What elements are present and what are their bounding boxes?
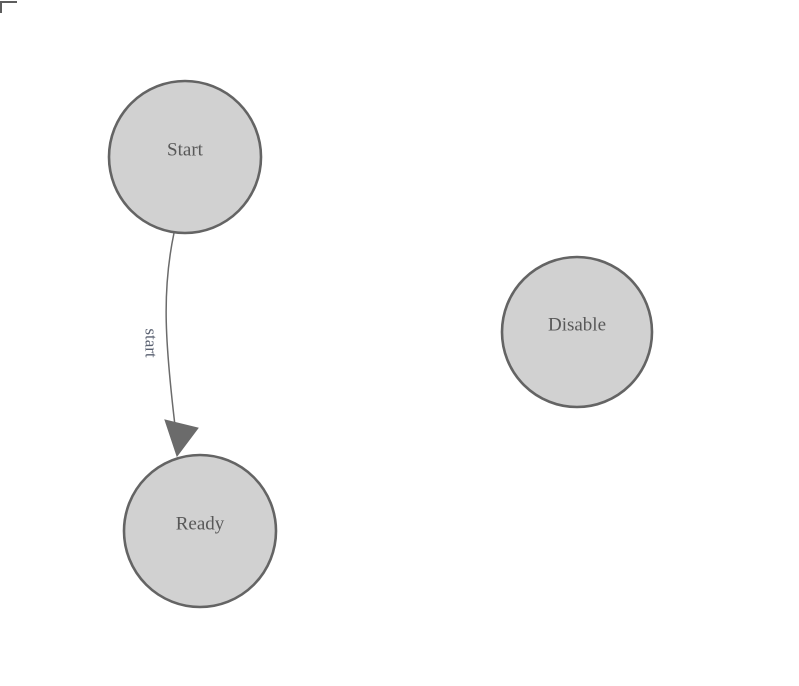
edge-arrowhead-icon (164, 419, 199, 458)
node-start-label: Start (167, 140, 204, 161)
edge-start-to-ready[interactable]: start (142, 232, 199, 458)
node-disable[interactable]: Disable (500, 255, 654, 409)
edge-label-start: start (142, 328, 161, 358)
edge-path (165, 232, 179, 451)
canvas-corner-bracket-icon (0, 1, 17, 13)
node-ready-label: Ready (176, 514, 225, 535)
node-start[interactable]: Start (107, 79, 263, 235)
node-start-circle[interactable] (107, 79, 263, 235)
node-ready[interactable]: Ready (122, 453, 278, 609)
node-ready-circle[interactable] (122, 453, 278, 609)
node-disable-label: Disable (548, 315, 606, 336)
node-disable-circle[interactable] (500, 255, 654, 409)
